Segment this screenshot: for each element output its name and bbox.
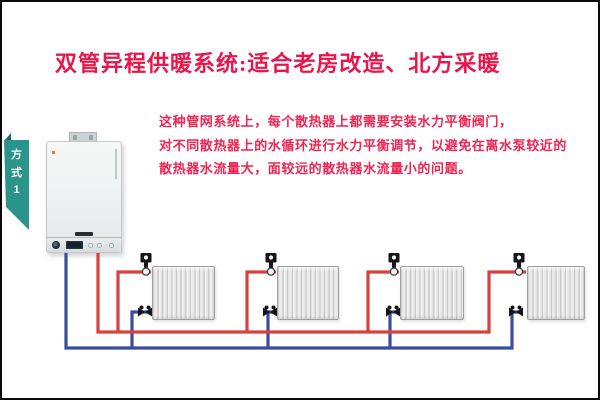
boiler-button-icon	[88, 243, 93, 248]
ribbon-char-1: 方	[11, 149, 22, 161]
boiler-control-panel	[47, 237, 121, 252]
description-line-1: 这种管网系统上，每个散热器上都需要安装水力平衡阀门，	[159, 114, 513, 129]
description-text: 这种管网系统上，每个散热器上都需要安装水力平衡阀门， 对不同散热器上的水循环进行…	[159, 110, 567, 181]
radiator-1	[152, 266, 215, 320]
return-valve-icon	[386, 305, 400, 317]
method-ribbon: 方 式 1	[4, 133, 29, 234]
boiler-button-icon	[97, 243, 102, 248]
return-valve-icon	[138, 305, 152, 317]
ribbon-fold	[4, 133, 11, 141]
boiler-button-icon	[109, 243, 114, 248]
radiator-4	[527, 266, 585, 320]
ribbon-char-2: 式	[11, 166, 22, 179]
radiator-2	[277, 266, 339, 320]
boiler-display	[66, 241, 83, 249]
supply-valve-icons	[140, 253, 525, 276]
return-valve-icon	[263, 305, 277, 317]
boiler	[46, 132, 122, 253]
boiler-shell	[46, 141, 122, 253]
description-line-2: 对不同散热器上的水循环进行水力平衡调节，以避免在离水泵较近的	[159, 137, 568, 153]
brand-logo-icon	[75, 232, 93, 236]
return-valve-icons	[138, 305, 523, 317]
supply-valve-icon	[140, 253, 152, 276]
return-pipe	[64, 253, 521, 350]
boiler-side-label	[115, 149, 117, 179]
page-title: 双管异程供暖系统:适合老房改造、北方采暖	[55, 51, 501, 76]
supply-valve-icon	[265, 253, 277, 276]
boiler-knob-icon	[52, 241, 60, 249]
supply-valve-icon	[513, 253, 525, 276]
description-line-3: 散热器水流量大，面较远的散热器水流量小的问题。	[159, 161, 472, 176]
supply-pipe	[96, 253, 526, 334]
brand-dot-icon	[52, 151, 55, 154]
return-valve-icon	[509, 305, 523, 317]
supply-valve-icon	[388, 253, 400, 276]
radiator-3	[400, 266, 464, 320]
ribbon-number: 1	[13, 184, 20, 196]
